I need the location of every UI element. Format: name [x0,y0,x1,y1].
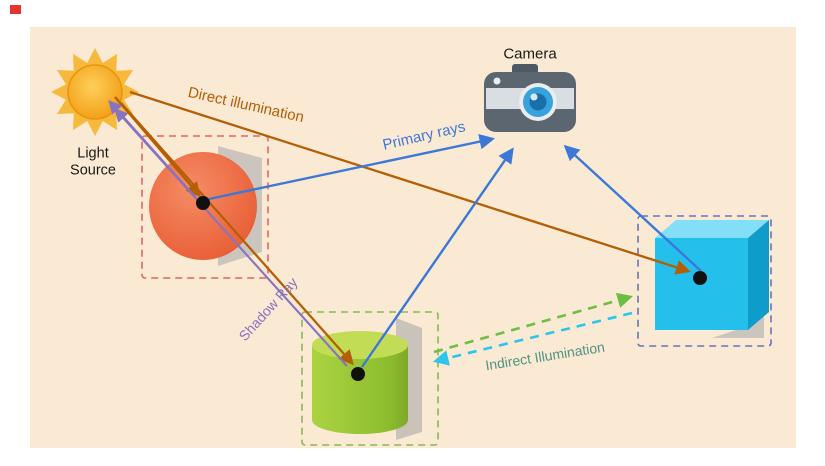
cylinder-top [312,331,408,359]
light-source-line1: Light [77,145,109,162]
cube-bounding-box [637,215,772,347]
light-source-label: Light Source [70,146,116,181]
hit-point-cube [693,271,707,285]
indirect-ray-cube-to-cylinder [432,311,633,366]
primary-ray-cube-to-camera [563,144,702,272]
primary-ray-cylinder-to-camera [361,147,514,368]
shadow-ray-from-cylinder [114,107,348,367]
direct-ray-to-cube [129,90,691,275]
corner-marker [10,5,21,14]
camera-icon [484,64,576,132]
cube-object [655,220,769,330]
hit-point-sphere [196,196,210,210]
indirect-ray-cylinder-to-cube [433,292,634,354]
cube-right-face [748,220,769,330]
primary-ray-sphere-to-camera [208,133,496,201]
sphere-bounding-box [141,135,269,279]
cube-top-face [655,220,769,238]
hit-point-cylinder [351,367,365,381]
cylinder-bounding-box [301,311,439,446]
direct-ray-to-cylinder [120,102,354,366]
cylinder-object [312,331,408,434]
camera-label: Camera [503,45,557,63]
sun-icon [51,48,139,136]
light-source-line2: Source [70,163,116,179]
cylinder-body [312,345,408,434]
